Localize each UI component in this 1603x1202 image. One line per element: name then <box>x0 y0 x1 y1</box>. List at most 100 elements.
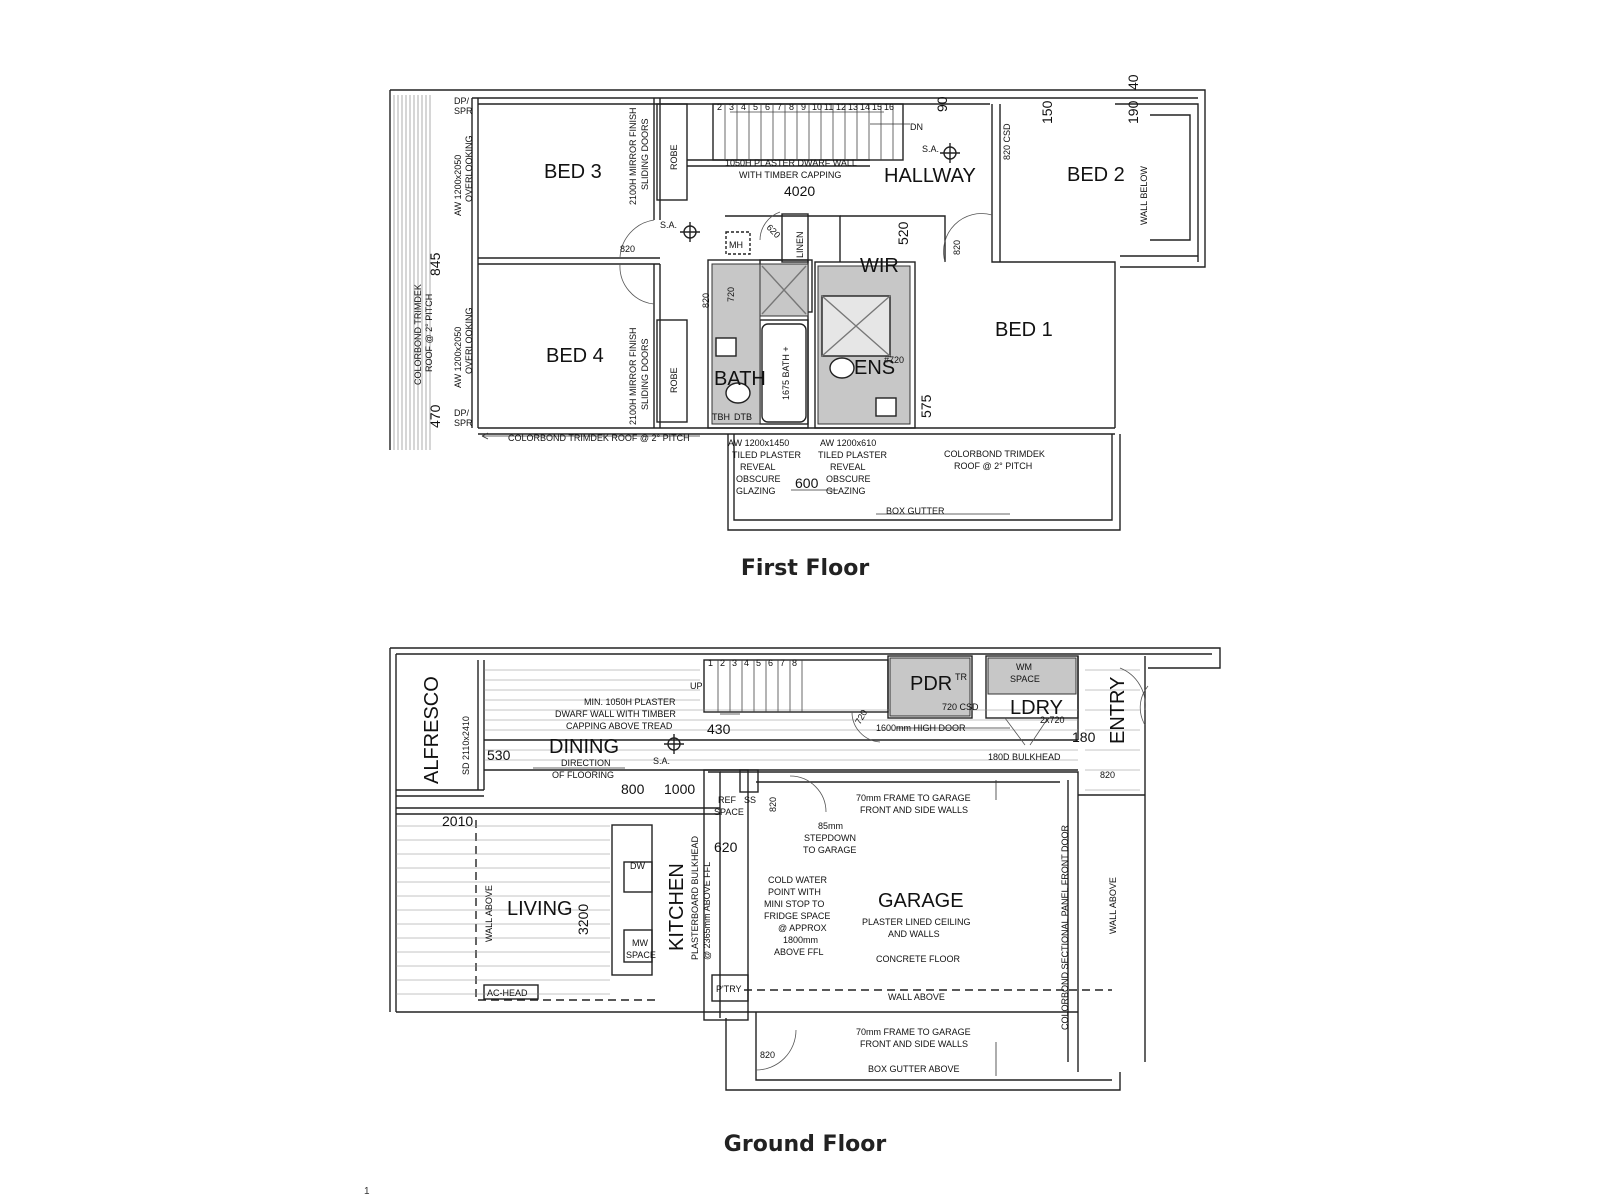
wall-above-living: WALL ABOVE <box>484 885 494 942</box>
first-floor-smoke-alarms <box>680 143 960 242</box>
svg-text:5: 5 <box>753 102 758 112</box>
dpspr-top-1: DP/ <box>454 96 470 106</box>
ground-floor-wet-areas <box>889 657 1077 717</box>
svg-text:4: 4 <box>744 658 749 668</box>
svg-text:1000: 1000 <box>664 781 695 797</box>
dw-label: DW <box>630 861 645 871</box>
svg-text:6: 6 <box>768 658 773 668</box>
svg-text:620: 620 <box>714 839 738 855</box>
svg-text:8: 8 <box>789 102 794 112</box>
mirror-doors-1a: 2100H MIRROR FINISH <box>628 107 638 205</box>
ref-2: SPACE <box>714 807 744 817</box>
robe-label-2: ROBE <box>669 367 679 393</box>
wm-1: WM <box>1016 662 1032 672</box>
svg-text:4020: 4020 <box>784 183 815 199</box>
svg-text:820: 820 <box>952 240 962 255</box>
hash-720: #720 <box>884 355 904 365</box>
svg-text:820: 820 <box>760 1050 775 1060</box>
first-floor-fixtures <box>715 265 897 423</box>
ref-1: REF <box>718 795 737 805</box>
aw1450-2: TILED PLASTER <box>732 450 802 460</box>
dwarf-wall-2: WITH TIMBER CAPPING <box>739 170 841 180</box>
svg-text:620: 620 <box>765 222 783 240</box>
concrete-floor: CONCRETE FLOOR <box>876 954 961 964</box>
aw-overlook-1a: AW 1200x2050 <box>453 155 463 216</box>
ground-floor-door-swings <box>755 667 1149 1071</box>
svg-text:3: 3 <box>729 102 734 112</box>
room-ldry: LDRY <box>1010 697 1063 719</box>
trimdek-bottom: COLORBOND TRIMDEK ROOF @ 2° PITCH <box>508 433 690 443</box>
trimdek-side-2: ROOF @ 2° PITCH <box>424 294 434 372</box>
plasterboard-2: @ 2365mm ABOVE FFL <box>702 862 712 960</box>
garage-ceiling-1: PLASTER LINED CEILING <box>862 917 971 927</box>
svg-text:4: 4 <box>741 102 746 112</box>
first-floor-text: BED 3 BED 2 BED 4 BED 1 HALLWAY WIR BATH… <box>413 74 1149 516</box>
svg-text:15: 15 <box>872 102 882 112</box>
stepdown-1: 85mm <box>818 821 843 831</box>
svg-text:530: 530 <box>487 747 511 763</box>
dwarf-wall-1: 1050H PLASTER DWARF WALL <box>725 158 857 168</box>
room-bed1: BED 1 <box>995 319 1053 341</box>
aw-overlook-1b: OVERLOOKING <box>464 135 474 202</box>
aw1450-1: AW 1200x1450 <box>728 438 789 448</box>
high-door: 1600mm HIGH DOOR <box>876 723 966 733</box>
stepdown-2: STEPDOWN <box>804 833 856 843</box>
dtb-label: DTB <box>734 412 752 422</box>
svg-text:1: 1 <box>708 658 713 668</box>
room-alfresco: ALFRESCO <box>421 676 443 784</box>
first-floor-stair-treads <box>724 104 894 160</box>
box-gutter: BOX GUTTER <box>886 506 945 516</box>
cold-water-1: COLD WATER <box>768 875 828 885</box>
trimdek-right-1: COLORBOND TRIMDEK <box>944 449 1045 459</box>
svg-text:12: 12 <box>836 102 846 112</box>
sa-label-1: S.A. <box>660 220 677 230</box>
trimdek-right-2: ROOF @ 2° PITCH <box>954 461 1032 471</box>
ground-floor-dimension-lines <box>533 713 1010 1076</box>
aw-overlook-2a: AW 1200x2050 <box>453 327 463 388</box>
frame-bot-1: 70mm FRAME TO GARAGE <box>856 1027 971 1037</box>
cold-water-4: FRIDGE SPACE <box>764 911 830 921</box>
room-bath: BATH <box>714 368 766 390</box>
ac-head: AC-HEAD <box>487 988 528 998</box>
aw1450-4: OBSCURE <box>736 474 781 484</box>
frame-top-2: FRONT AND SIDE WALLS <box>860 805 968 815</box>
cold-water-7: ABOVE FFL <box>774 947 824 957</box>
ground-floor-walls <box>389 647 1221 1091</box>
svg-text:150: 150 <box>1039 100 1055 124</box>
page-number: 1 <box>364 1186 370 1197</box>
svg-text:800: 800 <box>621 781 645 797</box>
stair-dn-label: DN <box>910 122 923 132</box>
ground-floor-stair-numbers: 1 2 3 4 5 6 7 8 <box>708 658 797 668</box>
svg-text:2010: 2010 <box>442 813 473 829</box>
svg-text:820: 820 <box>768 797 778 812</box>
aw610-1: AW 1200x610 <box>820 438 876 448</box>
first-floor-door-swings <box>619 211 993 305</box>
direction-2: OF FLOORING <box>552 770 614 780</box>
svg-text:430: 430 <box>707 721 731 737</box>
robe-label-1: ROBE <box>669 144 679 170</box>
svg-text:14: 14 <box>860 102 870 112</box>
aw610-4: OBSCURE <box>826 474 871 484</box>
cold-water-3: MINI STOP TO <box>764 899 824 909</box>
dwarf-3: CAPPING ABOVE TREAD <box>566 721 673 731</box>
svg-text:575: 575 <box>918 394 934 418</box>
svg-text:9: 9 <box>801 102 806 112</box>
sd-label: SD 2110x2410 <box>461 716 471 775</box>
aw1450-5: GLAZING <box>736 486 776 496</box>
svg-text:720: 720 <box>853 708 869 726</box>
svg-text:720: 720 <box>726 287 736 302</box>
svg-text:600: 600 <box>795 475 819 491</box>
svg-text:10: 10 <box>812 102 822 112</box>
wm-2: SPACE <box>1010 674 1040 684</box>
mh-label: MH <box>729 240 743 250</box>
mirror-doors-2b: SLIDING DOORS <box>640 338 650 410</box>
dpspr-bot-2: SPR <box>454 418 473 428</box>
svg-text:820: 820 <box>701 293 711 308</box>
first-floor-dimensions: 40 90 150 190 4020 845 470 820 820 820 6… <box>427 74 1141 491</box>
cold-water-5: @ APPROX <box>778 923 827 933</box>
dwarf-1: MIN. 1050H PLASTER <box>584 697 676 707</box>
svg-text:7: 7 <box>777 102 782 112</box>
ground-floor-text: ALFRESCO DINING LIVING KITCHEN GARAGE PD… <box>421 658 1129 1074</box>
room-pdr: PDR <box>910 673 952 695</box>
first-floor-roof-hatch-left <box>393 95 431 450</box>
